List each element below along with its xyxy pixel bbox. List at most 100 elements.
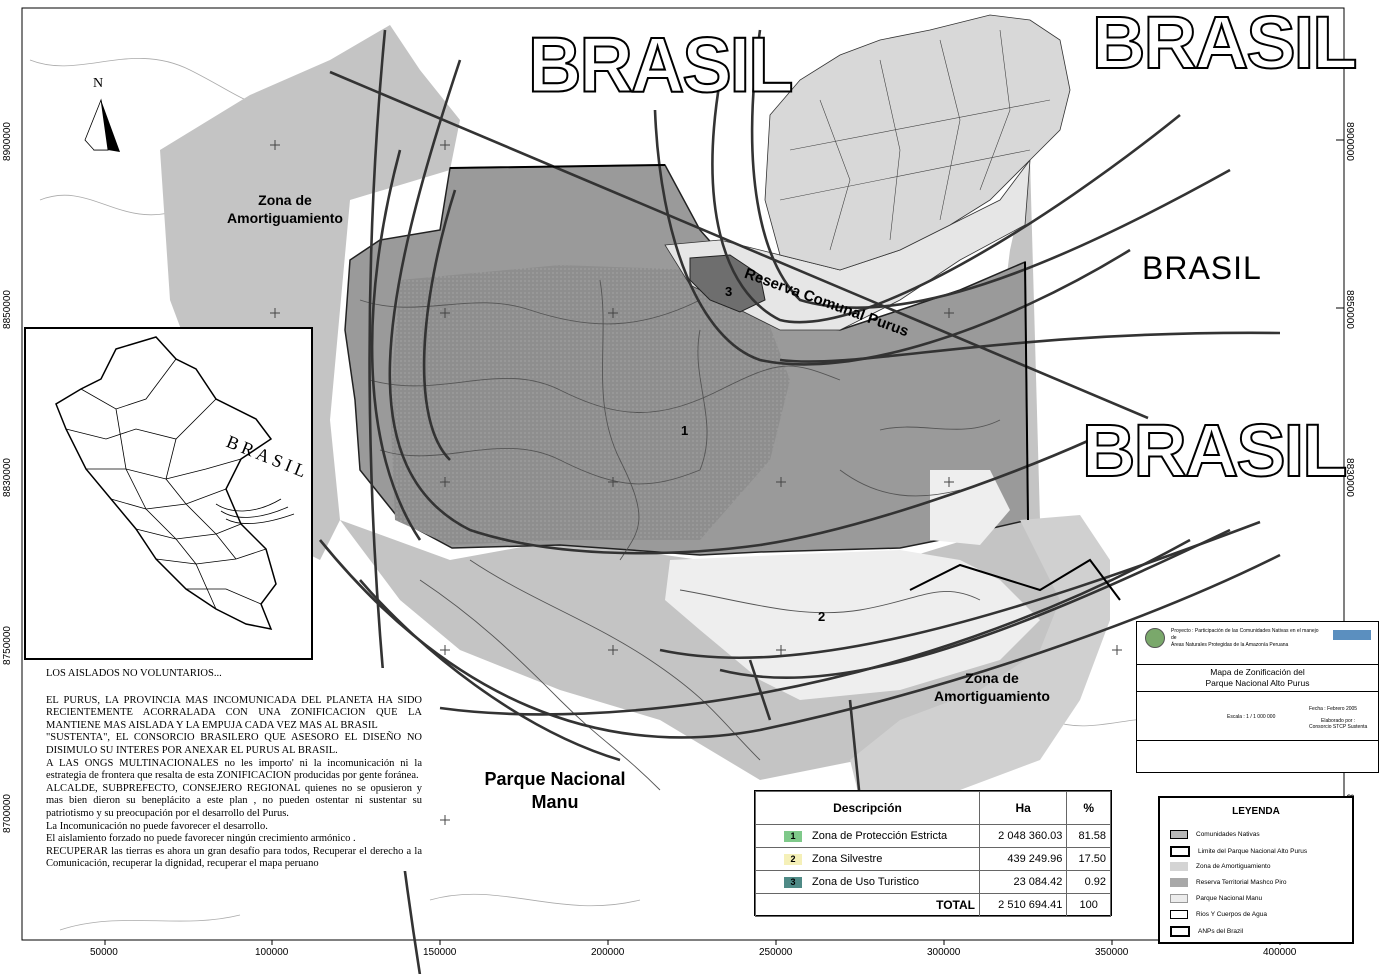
note-paragraph: A LAS ONGS MULTINACIONALES no les import… <box>46 757 422 782</box>
total-pct: 100 <box>1066 893 1111 917</box>
park-boundary <box>449 164 1121 601</box>
row-ha: 2 048 360.03 <box>978 824 1068 848</box>
label-zona-line1: Zona de <box>258 192 312 208</box>
x-tick: 400000 <box>1263 947 1297 958</box>
label-zone-2: 2 <box>818 609 826 624</box>
grid-crosses <box>270 140 1122 825</box>
zone-3-swatch: 3 <box>784 876 802 888</box>
author-line2: Consorcio STCP Sustenta <box>1309 724 1368 730</box>
table-row: 1 Zona de Protección Estricta 2 048 360.0… <box>755 824 1111 848</box>
axis-y-tick: 8750000 <box>1 626 13 665</box>
label-zone-3: 3 <box>725 284 733 299</box>
label-zona-amortiguamiento-west: Zona de Amortiguamiento <box>205 192 365 227</box>
axis-y-tick: 8700000 <box>1 794 13 833</box>
label-zona-line1: Zona de <box>965 670 1019 686</box>
author-text: Elaborado por : Consorcio STCP Sustenta <box>1309 718 1367 730</box>
legend-title: LEYENDA <box>1232 806 1280 817</box>
zone-2-swatch: 2 <box>784 853 802 865</box>
axis-y-tick: 8900000 <box>1 122 13 161</box>
note-paragraph: ALCALDE, SUBPREFECTO, CONSEJERO REGIONAL… <box>46 782 422 819</box>
project-line2: Áreas Naturales Protegidas de la Amazoní… <box>1171 642 1289 648</box>
x-tick: 100000 <box>255 947 289 958</box>
zonification-curves <box>318 29 1281 974</box>
buffer-zone-east-large <box>850 515 1110 800</box>
x-tick: 250000 <box>759 947 793 958</box>
label-zona-line2: Amortiguamiento <box>227 209 343 226</box>
legend-swatch <box>1170 830 1188 839</box>
axis-y-tick-right: 8850000 <box>1343 290 1355 329</box>
total-ha: 2 510 694.41 <box>978 893 1068 917</box>
title-line2: Parque Nacional Alto Purus <box>1205 678 1310 688</box>
zonification-stats-table: Descripción Ha % 1 Zona de Protección Est… <box>754 790 1112 917</box>
peru-departments <box>65 358 267 610</box>
x-tick: 200000 <box>591 947 625 958</box>
peru-outline <box>55 336 295 631</box>
legend-item: Zona de Amortiguamiento <box>1170 862 1270 872</box>
row-name: Zona de Uso Turistico <box>812 876 919 888</box>
axis-y-tick-right: 8900000 <box>1343 122 1355 161</box>
note-title: LOS AISLADOS NO VOLUNTARIOS... <box>46 668 222 679</box>
zone-1-strict-protection <box>390 265 790 545</box>
title-text: Mapa de Zonificación del Parque Nacional… <box>1137 664 1378 692</box>
communities-north <box>764 14 1071 271</box>
legend-label: Limite del Parque Nacional Alto Purus <box>1198 848 1308 856</box>
label-zone-1: 1 <box>681 423 689 438</box>
label-zona-line2: Amortiguamiento <box>934 687 1050 704</box>
zone-2-silvestre-east <box>930 470 1010 545</box>
row-name: Zona Silvestre <box>812 853 883 865</box>
author-line1: Elaborado por : <box>1321 718 1356 724</box>
legend-label: Rios Y Cuerpos de Agua <box>1196 911 1267 919</box>
inset-peru-map: BRASIL <box>24 327 313 660</box>
title-line1: Mapa de Zonificación del <box>1210 667 1305 677</box>
row-pct: 81.58 <box>1066 824 1111 848</box>
legend-label: ANPs del Brazil <box>1198 928 1244 936</box>
row-pct: 0.92 <box>1066 870 1111 894</box>
north-arrow-icon <box>84 98 120 152</box>
label-brasil-plain: BRASIL <box>1142 250 1262 286</box>
legend-item: ANPs del Brazil <box>1170 926 1244 937</box>
legend-swatch <box>1170 894 1188 903</box>
label-manu-line2: Manu <box>531 792 579 813</box>
axis-y-tick: 8850000 <box>1 290 13 329</box>
legend-label: Comunidades Nativas <box>1196 831 1260 839</box>
rivers <box>359 279 1001 791</box>
map-legend: LEYENDA Comunidades Nativas Limite del P… <box>1158 796 1354 944</box>
header-pct: % <box>1066 791 1111 825</box>
table-header-row: Descripción Ha % <box>755 791 1111 825</box>
legend-swatch <box>1170 862 1188 871</box>
legend-swatch <box>1170 846 1190 857</box>
logo-right-icon <box>1333 630 1371 640</box>
scale-text: Escala : 1 / 1 000 000 <box>1227 714 1276 720</box>
label-manu-line1: Parque Nacional <box>484 769 626 789</box>
legend-item: Parque Nacional Manu <box>1170 894 1262 904</box>
row-desc: 3 Zona de Uso Turistico <box>755 870 980 894</box>
legend-label: Reserva Territorial Mashco Piro <box>1196 879 1287 887</box>
label-brasil-top-right: BRASIL <box>1091 1 1358 84</box>
label-brasil-top-center: BRASIL <box>527 20 794 109</box>
legend-swatch <box>1170 878 1188 887</box>
row-desc: 2 Zona Silvestre <box>755 847 980 871</box>
row-name: Zona de Protección Estricta <box>812 830 948 842</box>
label-brasil-right: BRASIL <box>1081 409 1348 492</box>
axis-y-tick-right: 8830000 <box>1343 458 1355 497</box>
community-borders <box>779 29 1051 251</box>
row-ha: 439 249.96 <box>978 847 1068 871</box>
peru-shape <box>55 336 277 631</box>
legend-label: Zona de Amortiguamiento <box>1196 863 1271 871</box>
note-paragraph: "SUSTENTA", EL CONSORCIO BRASILERO QUE A… <box>46 732 422 756</box>
legend-swatch <box>1170 910 1188 919</box>
zone-3-tourism <box>689 254 766 313</box>
legend-item: Rios Y Cuerpos de Agua <box>1170 910 1267 920</box>
x-tick: 350000 <box>1095 947 1129 958</box>
total-label: TOTAL <box>755 893 980 917</box>
legend-item: Reserva Territorial Mashco Piro <box>1170 878 1287 888</box>
label-parque-manu: Parque Nacional Manu <box>455 768 655 815</box>
x-tick: 50000 <box>90 947 118 958</box>
axis-ticks-right <box>1336 139 1344 813</box>
table-total-row: TOTAL 2 510 694.41 100 <box>755 893 1111 917</box>
stats-table: Descripción Ha % 1 Zona de Protección Est… <box>755 791 1111 917</box>
zone-1-swatch: 1 <box>784 830 802 842</box>
label-north: N <box>93 76 104 91</box>
project-line1: Proyecto : Participación de las Comunida… <box>1171 628 1319 641</box>
